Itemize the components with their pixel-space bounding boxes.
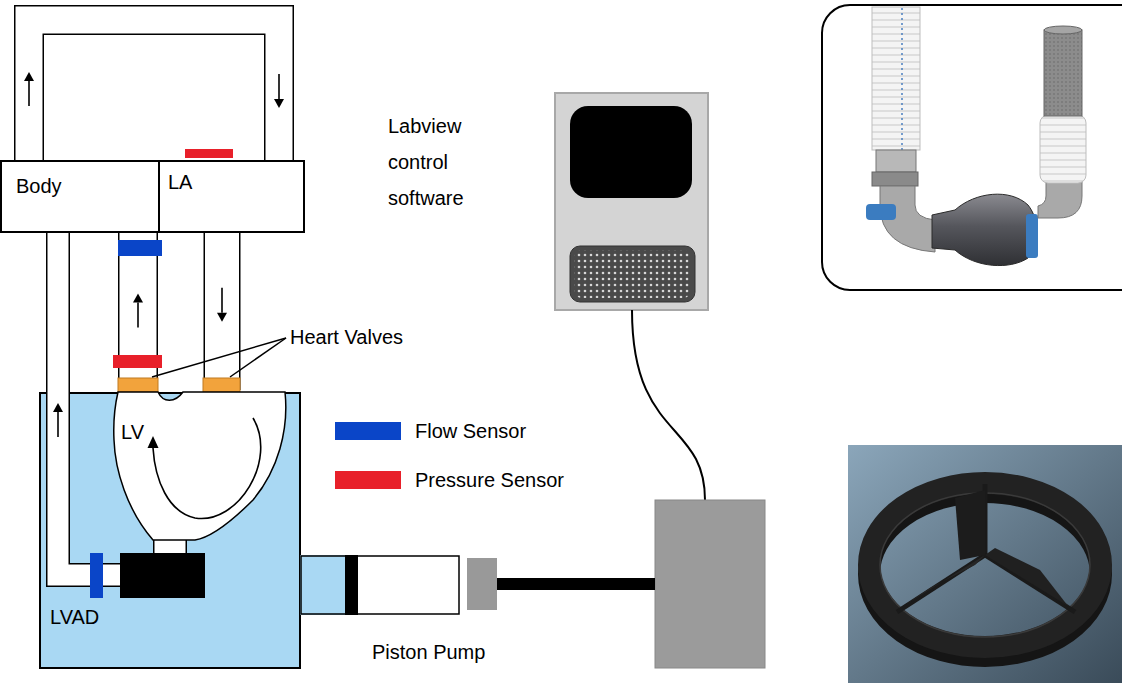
node-label: LVAD bbox=[50, 605, 99, 629]
outlet-elbow bbox=[1038, 182, 1082, 218]
tube-bore bbox=[205, 233, 239, 390]
pump-body bbox=[932, 194, 1037, 265]
cylinder-bore bbox=[300, 555, 460, 615]
controller-box bbox=[655, 500, 765, 668]
heart-wall bbox=[114, 392, 286, 540]
valve-leaflet bbox=[985, 548, 1068, 606]
cylinder-wall bbox=[301, 556, 459, 614]
tube-bore bbox=[155, 540, 186, 553]
water-tank bbox=[40, 393, 300, 668]
leader-line bbox=[152, 338, 286, 377]
monitor-grille bbox=[570, 246, 695, 302]
tube-connector bbox=[170, 540, 171, 553]
piston-pump: Piston Pump bbox=[300, 555, 460, 615]
hose-stripe bbox=[901, 8, 903, 150]
legend-text: Pressure Sensor bbox=[415, 468, 564, 492]
lvad-photo bbox=[822, 5, 1122, 290]
legend-text: Flow Sensor bbox=[415, 419, 526, 443]
flow-arrow bbox=[153, 418, 261, 519]
body-box: Body bbox=[0, 160, 160, 233]
ventricle-shape: LV bbox=[113, 390, 288, 540]
arrow-head bbox=[53, 403, 63, 412]
photo-background bbox=[848, 445, 1122, 683]
arrow-head bbox=[133, 294, 143, 303]
arrow-head bbox=[274, 99, 284, 108]
hose-connector bbox=[876, 150, 916, 172]
flow-arrow bbox=[278, 74, 280, 99]
leader-line bbox=[230, 338, 286, 377]
rod-coupling bbox=[467, 558, 497, 610]
flow-sensor bbox=[90, 553, 103, 598]
mesh-graft bbox=[1044, 30, 1082, 116]
pressure-sensor bbox=[113, 355, 162, 368]
tube-wall bbox=[204, 233, 241, 390]
connector-nut bbox=[872, 172, 918, 186]
arrow-head bbox=[24, 72, 34, 81]
tube-bore bbox=[29, 20, 279, 160]
software-label: Labview control software bbox=[388, 108, 513, 216]
photo-frame bbox=[822, 5, 1122, 290]
flow-arrow bbox=[137, 303, 139, 328]
blue-ring bbox=[1026, 214, 1038, 258]
node-label: LA bbox=[168, 170, 192, 194]
corrugated-hose bbox=[872, 7, 920, 150]
tube-wall bbox=[29, 20, 279, 160]
mesh-graft-end bbox=[1044, 26, 1082, 34]
lvad-pump: LVAD bbox=[120, 553, 205, 598]
piston-head bbox=[345, 555, 358, 615]
callout-label: Heart Valves bbox=[290, 325, 403, 349]
tube-connector bbox=[53, 233, 120, 575]
arrow-head bbox=[148, 436, 159, 448]
monitor-case bbox=[555, 93, 708, 310]
tube-connector bbox=[24, 20, 284, 160]
tube-wall bbox=[58, 233, 120, 575]
heart-valve bbox=[203, 378, 240, 392]
valve-leaflet bbox=[955, 490, 985, 560]
valve-ring bbox=[869, 483, 1101, 647]
flow-arrow bbox=[57, 412, 59, 437]
tube-wall bbox=[153, 540, 187, 553]
node-label: Piston Pump bbox=[372, 640, 485, 664]
monitor-grille-dots bbox=[574, 250, 691, 298]
flow-arrow bbox=[28, 81, 30, 106]
computer-monitor bbox=[555, 93, 708, 310]
legend-swatch bbox=[335, 471, 401, 489]
valve-strut bbox=[897, 555, 985, 612]
heart-valve bbox=[118, 378, 158, 392]
flow-arrow bbox=[221, 288, 223, 313]
valve-strut bbox=[985, 555, 1075, 612]
tube-connector bbox=[217, 233, 227, 390]
blue-ring bbox=[866, 204, 896, 220]
arrow-head bbox=[217, 313, 227, 322]
valve-photo bbox=[848, 445, 1122, 683]
node-label: LV bbox=[121, 420, 144, 444]
bellows bbox=[1040, 115, 1086, 183]
pressure-sensor bbox=[185, 149, 233, 158]
cylinder-water bbox=[300, 555, 345, 615]
monitor-screen bbox=[570, 106, 692, 198]
control-cable bbox=[632, 310, 705, 500]
tube-bore bbox=[58, 233, 120, 575]
legend-swatch bbox=[335, 422, 401, 440]
ventricle-outline bbox=[113, 390, 288, 540]
atrium-box: LA bbox=[158, 160, 305, 233]
piston-rod bbox=[497, 578, 655, 590]
node-label: Body bbox=[16, 174, 62, 198]
flow-sensor bbox=[118, 240, 162, 256]
valve-leaflet bbox=[905, 555, 985, 605]
piston-cylinder bbox=[300, 555, 460, 615]
